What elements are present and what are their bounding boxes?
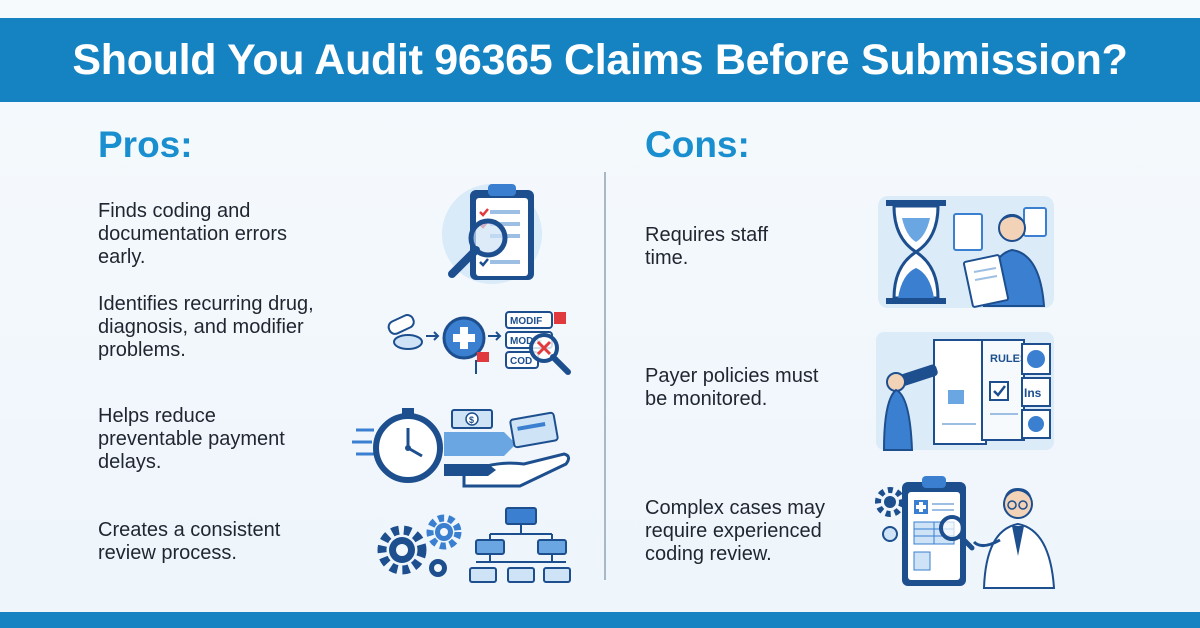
- dollar-symbol: $: [469, 415, 474, 425]
- pros-item-2-line-2: diagnosis, and modifier: [98, 316, 304, 338]
- pros-item-2-line-1: Identifies recurring drug,: [98, 293, 314, 315]
- footer-bar: [0, 612, 1200, 628]
- pill-medical-modifier-icon: MODIF MODIF COD: [382, 300, 582, 380]
- stopwatch-payment-icon: $: [352, 402, 572, 492]
- hourglass-worker-icon: [872, 194, 1062, 312]
- cons-item-2-line-2: be monitored.: [645, 388, 768, 410]
- ins-label: Ins: [1024, 386, 1042, 400]
- pros-heading: Pros:: [98, 124, 193, 165]
- cons-item-3-line-3: coding review.: [645, 543, 772, 565]
- pros-item-2-line-3: problems.: [98, 339, 186, 361]
- cons-item-3-line-2: require experienced: [645, 520, 822, 542]
- title-banner: Should You Audit 96365 Claims Before Sub…: [0, 18, 1200, 102]
- cons-item-1-line-1: Requires staff: [645, 224, 769, 246]
- pros-item-1-line-2: documentation errors: [98, 223, 287, 245]
- doctor-chart-review-icon: [872, 470, 1062, 590]
- page-title: Should You Audit 96365 Claims Before Sub…: [72, 36, 1128, 84]
- cons-item-1: Requires staff time.: [645, 224, 768, 270]
- modif-tag-1: MODIF: [510, 316, 542, 327]
- cons-item-1-line-2: time.: [645, 247, 689, 269]
- pros-item-1: Finds coding and documentation errors ea…: [98, 200, 287, 269]
- cons-item-3-line-1: Complex cases may: [645, 497, 826, 519]
- cons-item-2: Payer policies must be monitored.: [645, 365, 818, 411]
- cod-tag: COD: [510, 356, 532, 367]
- pros-item-2: Identifies recurring drug, diagnosis, an…: [98, 293, 314, 362]
- cons-item-3: Complex cases may require experienced co…: [645, 497, 825, 566]
- column-divider: [604, 172, 606, 580]
- pros-item-3-line-2: preventable payment: [98, 428, 285, 450]
- pros-item-4-line-1: Creates a consistent: [98, 519, 281, 541]
- gears-flowchart-icon: [372, 506, 572, 588]
- pros-item-3-line-3: delays.: [98, 451, 162, 473]
- pros-item-3-line-1: Helps reduce: [98, 405, 216, 427]
- pros-item-3: Helps reduce preventable payment delays.: [98, 405, 285, 474]
- pros-item-4-line-2: review process.: [98, 542, 237, 564]
- telescope-rules-icon: RULES Ins: [872, 330, 1062, 454]
- cons-item-2-line-1: Payer policies must: [645, 365, 819, 387]
- cons-heading: Cons:: [645, 124, 750, 165]
- modif-tag-2: MODIF: [510, 336, 542, 347]
- pros-item-1-line-1: Finds coding and: [98, 200, 251, 222]
- pros-item-4: Creates a consistent review process.: [98, 519, 280, 565]
- clipboard-magnifier-icon: [430, 176, 560, 294]
- rules-label: RULES: [990, 353, 1027, 365]
- pros-item-1-line-3: early.: [98, 246, 146, 268]
